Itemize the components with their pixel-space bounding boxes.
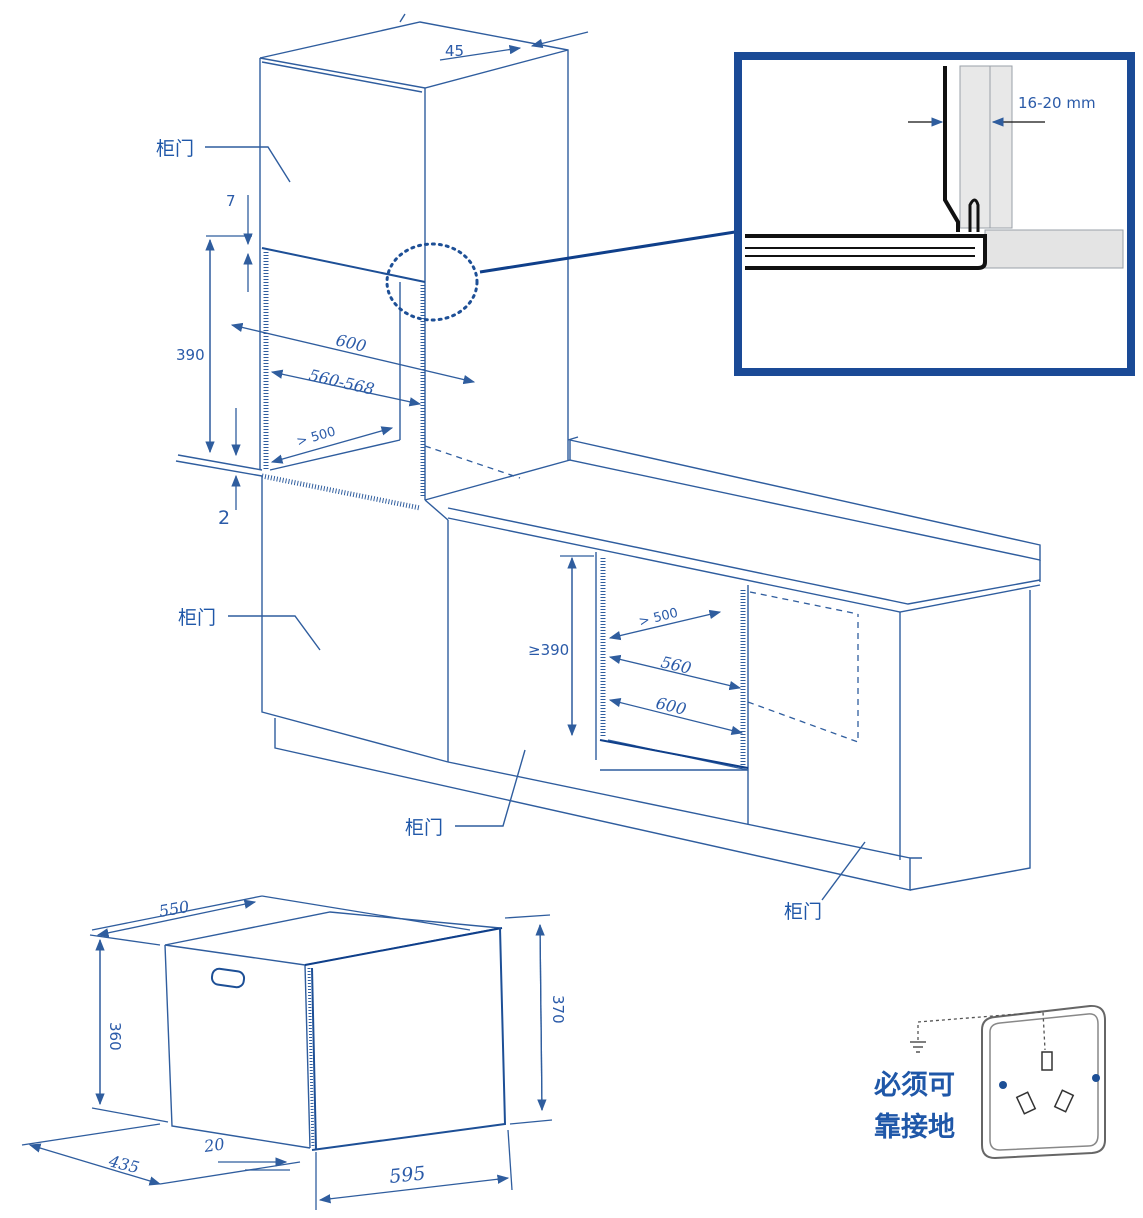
depth-500-label: > 500 [295,424,337,449]
upper-height-label: 390 [176,346,205,364]
oven-height-label: 360 [106,1022,124,1051]
lower-width-600-label: 600 [654,693,688,718]
gap-top-label: 7 [226,192,236,210]
detail-inset: 16-20 mm [734,52,1135,376]
oven-width-label: 595 [388,1162,426,1188]
lower-width-560-label: 560 [659,652,693,677]
tall-cabinet [175,13,569,511]
lower-cabinets [261,436,1041,891]
detail-gap-label: 16-20 mm [1018,94,1096,112]
ground-warning-line1: 必须可 [874,1070,955,1101]
door-label-4: 柜门 [784,901,822,923]
door-leader-4 [821,841,866,901]
oven-door-label: 20 [202,1134,226,1156]
door-label-2: 柜门 [178,607,216,629]
door-label-3: 柜门 [405,817,443,839]
ground-symbol-icon [910,1041,926,1053]
oven-unit [164,911,507,1151]
detail-leader-line [479,230,736,274]
oven-front-height-label: 370 [549,995,567,1024]
door-leader-2 [228,615,321,651]
grounded-socket [910,1004,1106,1160]
width-600-label: 600 [334,330,368,355]
door-label-1: 柜门 [156,138,194,160]
door-leader-3 [455,749,526,827]
width-560-568-label: 560-568 [307,365,376,398]
ground-warning-line2: 靠接地 [874,1112,955,1143]
lower-height-label: ≥390 [528,641,569,659]
detail-circle [385,242,479,322]
oven-depth-label: 550 [157,897,190,921]
oven-side-label: 435 [106,1151,141,1177]
top-gap-label: 45 [445,42,464,60]
gap-bottom-label: 2 [218,507,230,529]
door-leader-1 [205,146,291,183]
